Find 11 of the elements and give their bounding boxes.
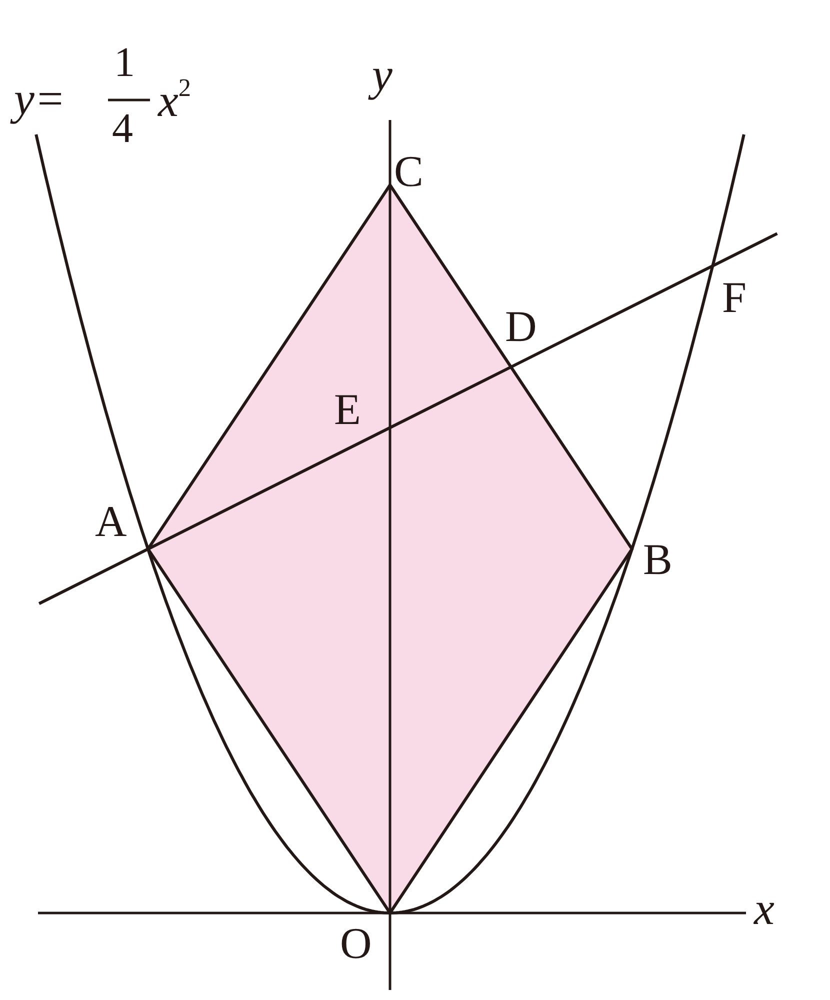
math-label: x$^{2}$	[158, 76, 192, 124]
math-label: O	[340, 922, 372, 966]
math-label: A	[95, 500, 127, 544]
math-label: C	[394, 150, 424, 194]
math-label: 1	[114, 42, 135, 84]
math-label: E	[334, 388, 361, 432]
math-label: B	[643, 538, 672, 582]
math-label: F	[722, 276, 746, 320]
math-label: 4	[112, 108, 133, 150]
math-label: D	[505, 305, 537, 349]
math-label: x	[754, 886, 774, 932]
